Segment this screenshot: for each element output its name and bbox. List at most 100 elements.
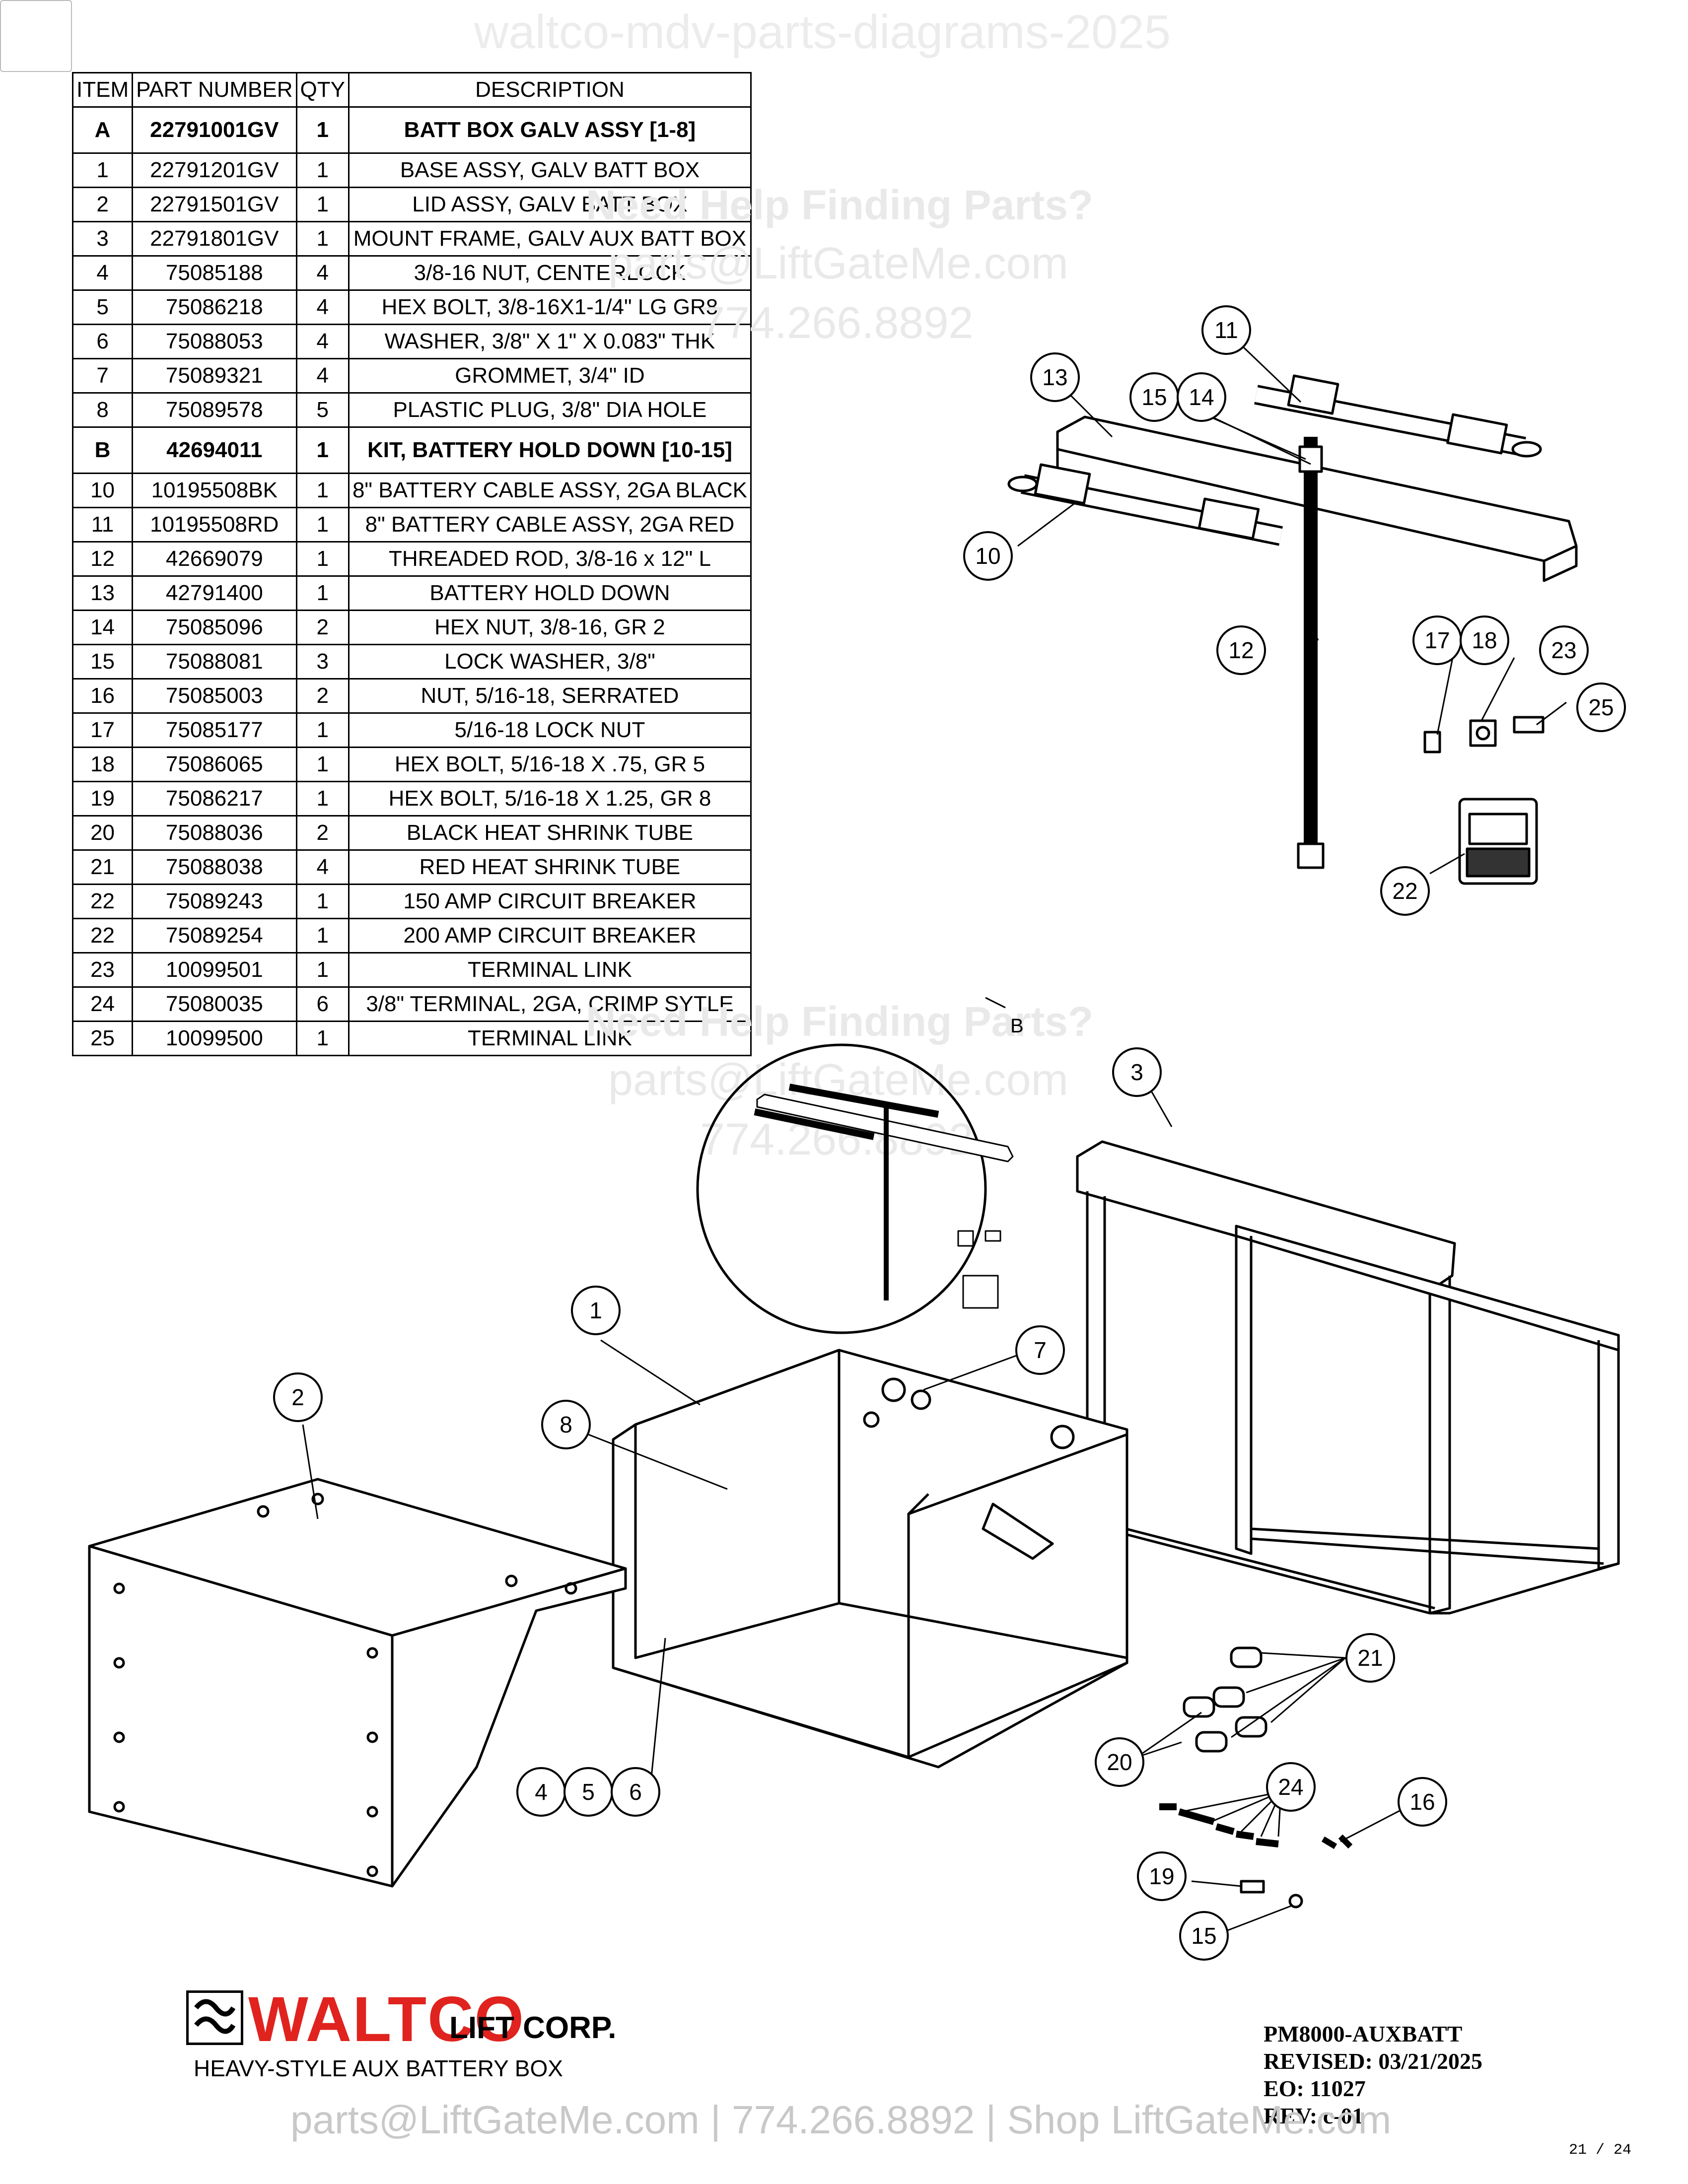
cell-item: 6: [71, 324, 134, 359]
cell-qty: 3: [295, 644, 350, 680]
cell-description: MOUNT FRAME, GALV AUX BATT BOX: [348, 221, 752, 257]
callout-2: 2: [273, 1372, 323, 1422]
callout-16: 16: [1398, 1777, 1447, 1827]
callout-15: 15: [1129, 372, 1179, 422]
cell-qty: 1: [295, 106, 350, 154]
detail-label: B: [1010, 1015, 1024, 1037]
cell-item: 22: [71, 918, 134, 954]
watermark-help: Need Help Finding Parts?: [586, 998, 1094, 1045]
cell-item: 16: [71, 678, 134, 714]
cell-qty: 2: [295, 610, 350, 645]
circuit-breaker: [1458, 798, 1538, 885]
bolt-and-washer: [1240, 1880, 1303, 1909]
cell-qty: 1: [295, 918, 350, 954]
cell-item: 14: [71, 610, 134, 645]
cell-qty: 4: [295, 849, 350, 885]
cell-part-number: 75089321: [132, 358, 297, 394]
page-number: 21 / 24: [1569, 2142, 1632, 2159]
watermark-title: waltco-mdv-parts-diagrams-2025: [474, 5, 1171, 59]
callout-6: 6: [611, 1767, 660, 1817]
svg-text:12: 12: [1228, 637, 1254, 663]
cell-part-number: 75088038: [132, 849, 297, 885]
svg-text:25: 25: [1588, 694, 1614, 720]
cell-qty: 4: [295, 255, 350, 291]
cell-description: HEX BOLT, 5/16-18 X .75, GR 5: [348, 747, 752, 782]
callout-15: 15: [1179, 1911, 1229, 1961]
watermark-help: Need Help Finding Parts?: [586, 182, 1094, 228]
svg-text:4: 4: [535, 1779, 548, 1805]
cell-qty: 1: [295, 952, 350, 988]
watermark-phone: 774.266.8892: [700, 298, 974, 348]
svg-text:23: 23: [1551, 637, 1576, 663]
red-battery-cable: [1254, 374, 1542, 458]
cell-qty: 5: [295, 392, 350, 428]
cell-description: LOCK WASHER, 3/8": [348, 644, 752, 680]
callout-7: 7: [1015, 1325, 1065, 1375]
small-hardware: [1423, 716, 1545, 753]
svg-text:8: 8: [560, 1412, 572, 1437]
cell-part-number: 75085177: [132, 712, 297, 748]
svg-text:20: 20: [1107, 1749, 1132, 1775]
svg-text:15: 15: [1191, 1923, 1216, 1949]
cell-item: 2: [71, 187, 134, 222]
svg-text:7: 7: [1034, 1337, 1047, 1363]
svg-text:1: 1: [589, 1297, 602, 1323]
cell-description: NUT, 5/16-18, SERRATED: [348, 678, 752, 714]
cell-qty: 1: [295, 747, 350, 782]
cell-item: 1: [71, 152, 134, 188]
cell-item: 3: [71, 221, 134, 257]
svg-text:22: 22: [1392, 878, 1417, 904]
cell-description: 150 AMP CIRCUIT BREAKER: [348, 884, 752, 919]
cell-description: HEX BOLT, 3/8-16X1-1/4" LG GR8: [348, 289, 752, 325]
cell-part-number: 42694011: [132, 426, 297, 474]
cell-description: WASHER, 3/8" X 1" X 0.083" THK: [348, 324, 752, 359]
cell-description: 5/16-18 LOCK NUT: [348, 712, 752, 748]
cell-description: 200 AMP CIRCUIT BREAKER: [348, 918, 752, 954]
cell-qty: 1: [295, 507, 350, 543]
cell-description: BATT BOX GALV ASSY [1-8]: [348, 106, 752, 154]
callout-10: 10: [963, 531, 1013, 581]
cell-part-number: 22791801GV: [132, 221, 297, 257]
column-header-description: DESCRIPTION: [348, 72, 752, 108]
cell-item: 22: [71, 884, 134, 919]
svg-text:14: 14: [1189, 384, 1214, 410]
footer-contact: parts@LiftGateMe.com | 774.266.8892 | Sh…: [290, 2098, 1392, 2142]
cell-qty: 1: [295, 541, 350, 577]
callout-25: 25: [1576, 682, 1626, 732]
corner-box: [0, 0, 72, 72]
cell-item: 4: [71, 255, 134, 291]
column-header-qty: QTY: [295, 72, 350, 108]
svg-text:21: 21: [1357, 1645, 1383, 1671]
cell-part-number: 22791501GV: [132, 187, 297, 222]
cell-part-number: 75080035: [132, 986, 297, 1022]
cell-item: 11: [71, 507, 134, 543]
cell-qty: 1: [295, 575, 350, 611]
callout-5: 5: [563, 1767, 613, 1817]
cell-item: 12: [71, 541, 134, 577]
svg-text:19: 19: [1149, 1863, 1174, 1889]
crimp-terminals: [1159, 1803, 1353, 1849]
cell-qty: 2: [295, 815, 350, 851]
cell-description: TERMINAL LINK: [348, 1021, 752, 1056]
cell-item: 8: [71, 392, 134, 428]
callout-23: 23: [1539, 625, 1589, 675]
callout-14: 14: [1177, 372, 1226, 422]
cell-qty: 4: [295, 324, 350, 359]
callout-20: 20: [1095, 1737, 1144, 1787]
cell-part-number: 75086065: [132, 747, 297, 782]
